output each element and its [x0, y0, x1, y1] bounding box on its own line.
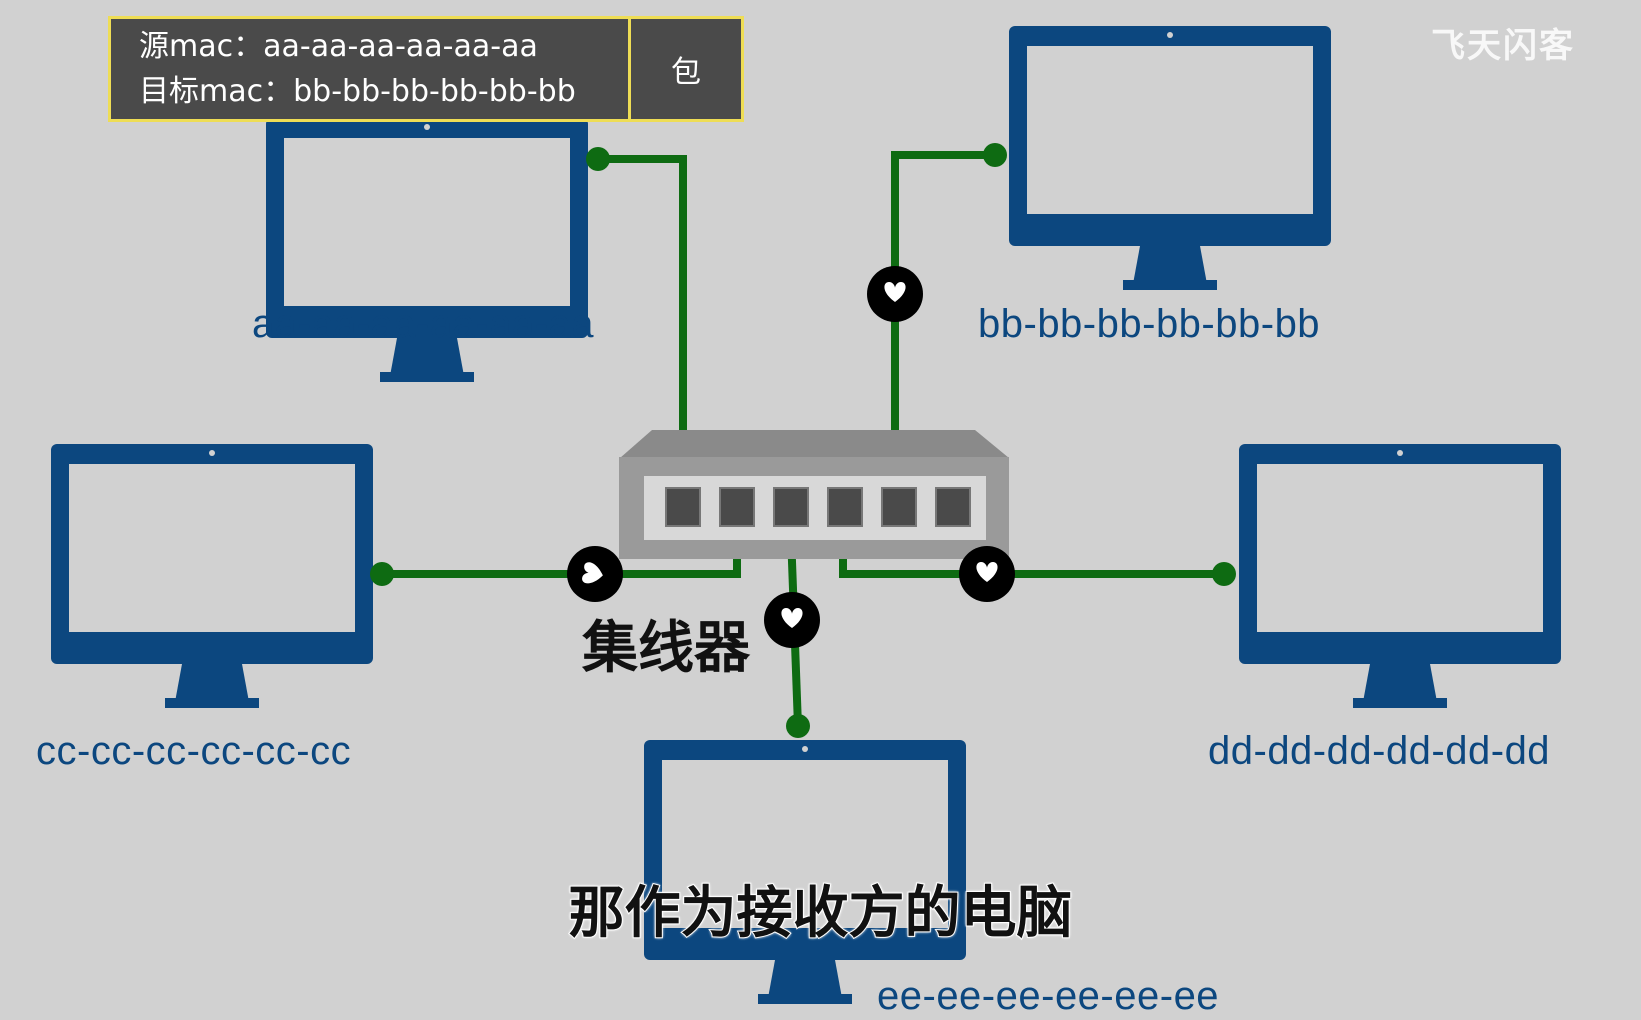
- hub-port: [935, 487, 971, 527]
- monitor-camera: [802, 746, 808, 752]
- cable-a: [598, 155, 687, 502]
- monitor-screen: [662, 760, 948, 928]
- subtitle-caption: 那作为接收方的电脑: [568, 880, 1074, 947]
- monitor-base: [165, 698, 259, 708]
- computer-e: [644, 740, 966, 1004]
- monitor-stand: [1133, 246, 1207, 284]
- endpoint-b: [983, 143, 1007, 167]
- monitor-screen: [1027, 46, 1313, 214]
- packet-dst-row: 目标mac：bb-bb-bb-bb-bb-bb: [139, 69, 628, 114]
- monitor-camera: [1397, 450, 1403, 456]
- signal-marker-c: [567, 546, 623, 602]
- packet-payload: 包: [671, 55, 701, 90]
- computer-d: [1239, 444, 1561, 708]
- signal-marker-b: [867, 266, 923, 322]
- packet-dst-label: 目标mac：: [139, 74, 294, 109]
- cable-endpoints: [370, 143, 1236, 738]
- monitor-base: [758, 994, 852, 1004]
- hub-ports: [665, 487, 971, 527]
- monitor-base: [1123, 280, 1217, 290]
- monitor-base: [380, 372, 474, 382]
- signal-markers: [567, 266, 1015, 648]
- heart-icon: [884, 282, 906, 302]
- signal-marker-e: [764, 592, 820, 648]
- monitor-stand: [768, 960, 842, 998]
- monitor-screen: [69, 464, 355, 632]
- endpoint-a: [586, 147, 610, 171]
- heart-icon: [781, 608, 803, 628]
- mac-label-b: bb-bb-bb-bb-bb-bb: [978, 302, 1321, 346]
- packet-src-label: 源mac：: [139, 29, 264, 64]
- signal-marker-d: [959, 546, 1015, 602]
- monitor-base: [1353, 698, 1447, 708]
- endpoint-d: [1212, 562, 1236, 586]
- data-packet: 源mac：aa-aa-aa-aa-aa-aa 目标mac：bb-bb-bb-bb…: [108, 16, 744, 122]
- hub: [619, 430, 1009, 559]
- hub-port: [827, 487, 863, 527]
- packet-header: 源mac：aa-aa-aa-aa-aa-aa 目标mac：bb-bb-bb-bb…: [111, 19, 631, 119]
- hub-port: [719, 487, 755, 527]
- monitor-screen: [284, 138, 570, 306]
- mac-label-a: aa-aa-aa-aa-aa-aa: [252, 302, 595, 346]
- packet-dst-mac: bb-bb-bb-bb-bb-bb: [293, 74, 576, 109]
- monitor-stand: [390, 338, 464, 376]
- monitor-camera: [209, 450, 215, 456]
- monitor-stand: [175, 664, 249, 702]
- computer-c: [51, 444, 373, 708]
- mac-label-d: dd-dd-dd-dd-dd-dd: [1208, 729, 1551, 773]
- computer-a: [266, 118, 588, 382]
- hub-port: [665, 487, 701, 527]
- packet-src-mac: aa-aa-aa-aa-aa-aa: [263, 29, 538, 64]
- packet-src-row: 源mac：aa-aa-aa-aa-aa-aa: [139, 24, 628, 69]
- mac-label-e: ee-ee-ee-ee-ee-ee: [877, 974, 1220, 1018]
- monitor-camera: [424, 124, 430, 130]
- hub-port: [881, 487, 917, 527]
- heart-icon: [582, 562, 603, 584]
- endpoint-e: [786, 714, 810, 738]
- hub-label: 集线器: [582, 616, 750, 681]
- monitor-stand: [1363, 664, 1437, 702]
- monitor-camera: [1167, 32, 1173, 38]
- hub-port: [773, 487, 809, 527]
- heart-icon: [976, 562, 998, 582]
- cable-b: [891, 151, 995, 502]
- endpoint-c: [370, 562, 394, 586]
- monitor-screen: [1257, 464, 1543, 632]
- hub-top: [620, 430, 1009, 458]
- mac-label-c: cc-cc-cc-cc-cc-cc: [36, 729, 352, 773]
- watermark: 飞天闪客: [1431, 26, 1575, 66]
- computer-b: [1009, 26, 1331, 290]
